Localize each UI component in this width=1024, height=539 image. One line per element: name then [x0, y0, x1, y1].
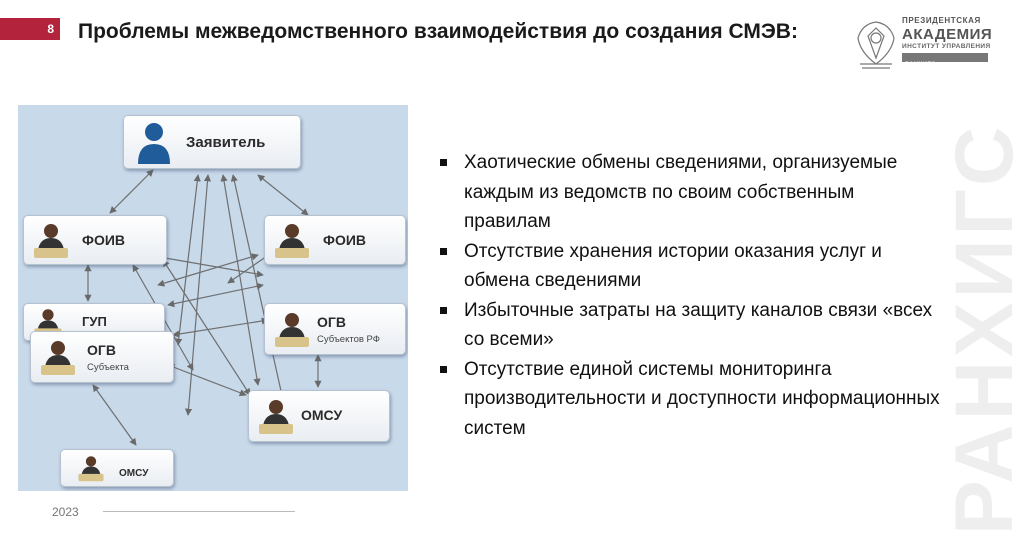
footer-divider	[103, 511, 295, 512]
person-icon	[138, 123, 170, 164]
logo-bar: РАНХИГС · НОВОСИБИРСК	[902, 53, 988, 86]
list-item: Отсутствие единой системы мониторинга пр…	[440, 355, 940, 444]
node-foiv-right-label: ФОИВ	[323, 232, 367, 248]
node-applicant: Заявитель	[123, 115, 301, 169]
problems-list: Хаотические обмены сведениями, организуе…	[440, 148, 940, 443]
clerk-icon	[41, 341, 75, 375]
node-ogv-subject-sub: Субъекта	[87, 362, 129, 373]
logo-line-2: АКАДЕМИЯ	[902, 26, 993, 43]
list-item: Хаотические обмены сведениями, организуе…	[440, 148, 940, 237]
node-ogv-rf: ОГВ Субъектов РФ	[264, 303, 406, 355]
list-item: Отсутствие хранения истории оказания усл…	[440, 237, 940, 296]
logo-line-1: ПРЕЗИДЕНТСКАЯ	[902, 16, 981, 25]
node-ogv-subject-label: ОГВ	[87, 342, 116, 358]
node-foiv-right: ФОИВ	[264, 215, 406, 265]
clerk-icon	[34, 224, 68, 258]
watermark: РАНХИГС	[930, 90, 1024, 539]
node-ogv-rf-sub: Субъектов РФ	[317, 334, 380, 345]
node-ogv-subject: ОГВ Субъекта	[30, 331, 174, 383]
node-omsu-bottom: ОМСУ	[60, 449, 174, 487]
slide-title: Проблемы межведомственного взаимодействи…	[78, 20, 798, 43]
node-omsu-right-label: ОМСУ	[301, 407, 343, 423]
slide-number-badge: 8	[0, 18, 60, 40]
node-ogv-rf-label: ОГВ	[317, 314, 346, 330]
footer-year: 2023	[52, 505, 79, 519]
watermark-text: РАНХИГС	[939, 122, 1024, 535]
node-gup-label: ГУП	[82, 314, 107, 329]
clerk-icon	[275, 224, 309, 258]
academy-emblem-icon	[857, 21, 895, 69]
logo-line-4: РАНХИГС · НОВОСИБИРСК	[902, 62, 954, 86]
clerk-icon	[259, 400, 293, 434]
logo-line-3: ИНСТИТУТ УПРАВЛЕНИЯ	[902, 43, 991, 50]
clerk-icon	[78, 456, 104, 482]
list-item: Избыточные затраты на защиту каналов свя…	[440, 296, 940, 355]
clerk-icon	[275, 313, 309, 347]
node-foiv-left-label: ФОИВ	[82, 232, 126, 248]
node-omsu-right: ОМСУ	[248, 390, 390, 442]
node-foiv-left: ФОИВ	[23, 215, 167, 265]
node-applicant-label: Заявитель	[186, 134, 266, 151]
node-omsu-bottom-label: ОМСУ	[119, 468, 149, 479]
interaction-diagram: Заявитель ФОИВ ФОИВ ГУП	[18, 105, 408, 491]
